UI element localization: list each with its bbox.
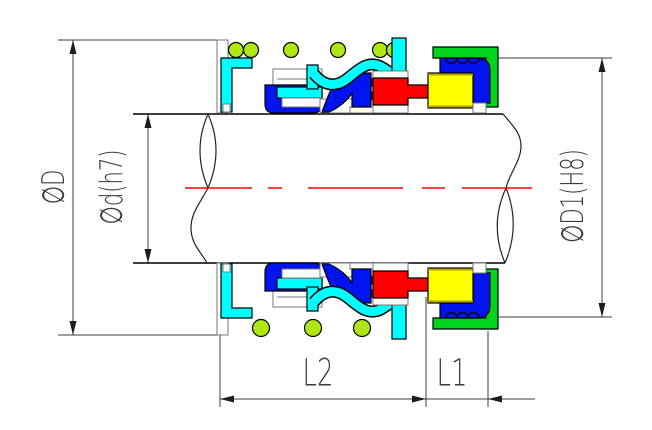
spring-coil (242, 41, 260, 59)
stationary-seat-ring-bottom (427, 267, 474, 304)
dim-label-phi-D: ∅D (36, 169, 72, 205)
dimension-arrows (69, 40, 606, 403)
spring-coil (251, 318, 271, 338)
spring-coil (303, 318, 323, 338)
arrow-phiD-up (69, 40, 77, 54)
boot-corrugation-bottom (445, 311, 480, 318)
rotating-seal-ring-bottom (372, 270, 429, 299)
arrow-phiD1-up (598, 58, 606, 72)
arrow-phiD1-down (598, 303, 606, 317)
shaft-break-left (190, 113, 217, 264)
dim-label-L1: L1 (436, 351, 468, 395)
dim-label-phi-d-h7: ∅d(h7) (94, 149, 130, 225)
spring-coil (282, 41, 300, 59)
stationary-seat-ring-top (427, 72, 474, 109)
spring-seat-collar-bottom (220, 263, 253, 319)
gland-gap-bottom (472, 262, 487, 274)
ring-strip (372, 262, 409, 272)
step-strip-top (349, 106, 374, 114)
spring-coil (227, 41, 245, 59)
arrow-phid-up (144, 114, 152, 128)
spring-coils-top (227, 41, 403, 59)
spring-coils-bottom (251, 318, 372, 338)
washer-tab-top (391, 37, 407, 77)
cup-cavity-top (281, 97, 323, 108)
wave-washer-top (310, 59, 398, 89)
dimension-lines (58, 39, 612, 407)
spring-seat-collar-top (220, 57, 253, 113)
collar-notch-bottom (222, 263, 231, 273)
collar-notch-top (222, 103, 231, 113)
arrow-L2-left (220, 395, 234, 403)
gland-gap-top (472, 102, 487, 114)
arrow-L2-right (412, 395, 426, 403)
shaft (133, 113, 522, 264)
ring-strip (372, 297, 409, 306)
arrow-phid-down (144, 249, 152, 263)
spring-coil (371, 41, 389, 59)
wave-washer-bottom (310, 287, 398, 317)
shaft-break-right (496, 113, 522, 264)
dim-label-phi-D1-H8: ∅D1(H8) (555, 149, 591, 243)
dim-label-L2: L2 (302, 351, 334, 395)
rotating-seal-ring-top (372, 77, 429, 106)
arrow-L1-right (488, 395, 502, 403)
washer-tab-bottom (391, 300, 407, 340)
step-strip-bottom (349, 262, 374, 270)
arrow-phiD-down (69, 321, 77, 335)
ring-strip (372, 70, 409, 79)
seal-assembly-top (216, 37, 499, 114)
ring-strip (372, 104, 409, 114)
spring-coil (329, 41, 347, 59)
boot-corrugation-top (445, 58, 480, 65)
seal-assembly-bottom (216, 262, 499, 340)
cup-cavity-bottom (281, 268, 323, 279)
spring-coil (352, 318, 372, 338)
